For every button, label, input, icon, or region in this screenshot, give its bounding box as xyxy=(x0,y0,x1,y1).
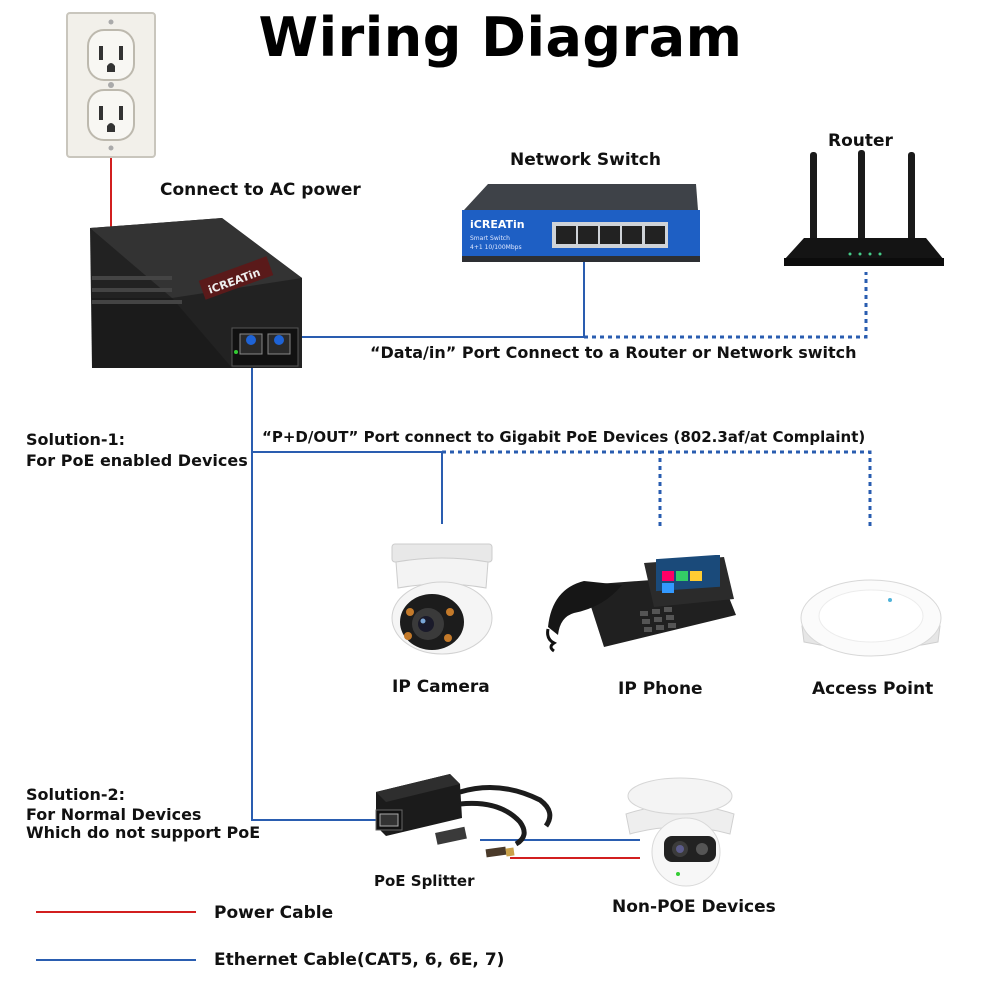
data-in-label: “Data/in” Port Connect to a Router or Ne… xyxy=(370,343,857,362)
access-point-label: Access Point xyxy=(812,679,934,699)
switch-brand: iCREATin xyxy=(470,218,525,231)
access-point-icon xyxy=(800,579,942,657)
solution1-desc: For PoE enabled Devices xyxy=(26,451,248,470)
solution2-line2: Which do not support PoE xyxy=(26,823,261,842)
non-poe-camera-icon xyxy=(625,777,735,887)
poe-splitter-label: PoE Splitter xyxy=(374,872,475,890)
pd-out-label: “P+D/OUT” Port connect to Gigabit PoE De… xyxy=(262,428,866,446)
router-label: Router xyxy=(828,131,893,151)
solution2-line1: For Normal Devices xyxy=(26,805,202,824)
legend-power-label: Power Cable xyxy=(214,903,334,923)
non-poe-label: Non-POE Devices xyxy=(612,897,776,917)
ethernet-pd-out xyxy=(251,360,380,821)
ip-camera-icon xyxy=(391,543,493,655)
router-icon xyxy=(784,150,944,266)
ip-phone-label: IP Phone xyxy=(618,679,703,699)
poe-injector-icon: iCREATin xyxy=(90,218,302,368)
switch-spec: 4+1 10/100Mbps xyxy=(470,244,522,251)
network-switch-icon: iCREATin Smart Switch 4+1 10/100Mbps xyxy=(462,184,700,262)
ethernet-router-dotted xyxy=(584,272,868,339)
diagram-title: Wiring Diagram xyxy=(258,6,743,69)
network-switch-label: Network Switch xyxy=(510,150,661,170)
ethernet-data-in xyxy=(276,262,585,338)
ip-camera-label: IP Camera xyxy=(392,677,490,697)
solution1-title: Solution-1: xyxy=(26,430,126,449)
switch-model: Smart Switch xyxy=(470,235,510,242)
ethernet-to-camera xyxy=(252,451,443,524)
ip-phone-icon xyxy=(546,555,736,653)
ethernet-to-ap-dotted xyxy=(660,450,872,528)
ac-power-label: Connect to AC power xyxy=(160,180,361,200)
legend-ethernet-label: Ethernet Cable(CAT5, 6, 6E, 7) xyxy=(214,950,505,970)
solution2-title: Solution-2: xyxy=(26,785,126,804)
wall-outlet-icon xyxy=(66,12,156,158)
ethernet-to-phone-dotted xyxy=(442,450,662,528)
poe-splitter-icon xyxy=(375,774,553,858)
